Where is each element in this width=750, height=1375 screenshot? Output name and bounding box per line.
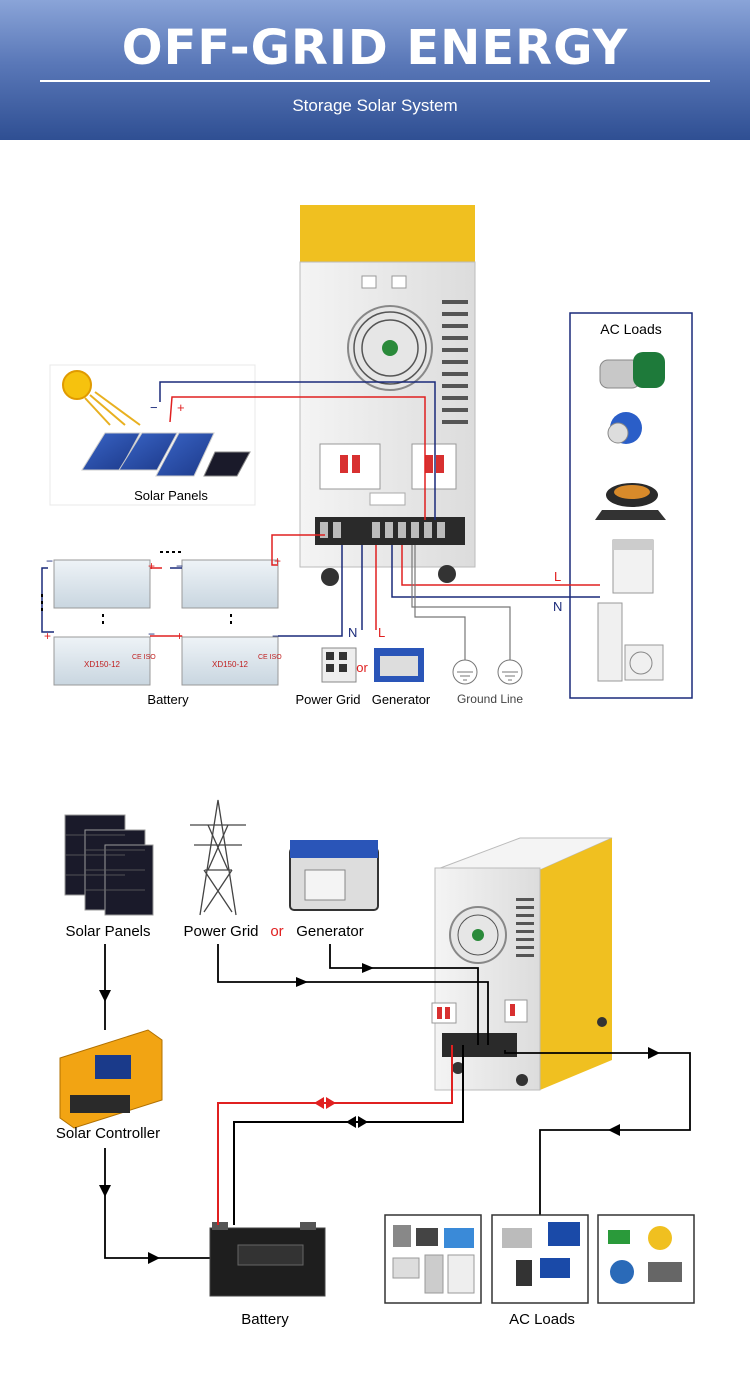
pv-negative-wire [159,381,436,520]
ac-neutral-label: N [553,599,562,614]
power-grid-meter-icon [321,647,357,683]
generator-label: Generator [296,923,364,940]
ac-live-label: L [554,569,561,584]
flow-arrow-icon [99,1185,111,1197]
ac-loads-label: AC Loads [509,1311,575,1328]
solar-panel-icon [64,814,154,916]
power-grid-label: Power Grid [183,923,258,940]
or-label: or [356,660,368,675]
angle-grinder-icon [607,412,642,444]
battery-interconnect-wires [41,534,343,637]
or-label: or [270,923,283,940]
ac-live-wire [401,545,600,586]
bidirectional-arrow-icon [314,1097,336,1109]
flow-arrow-icon [296,977,308,987]
ac-load-appliances [595,352,666,682]
battery-ce-mark: CE ISO [258,654,282,661]
ac-neutral-wire [391,545,600,598]
ac-load-group-home [384,1214,482,1304]
battery-label: Battery [241,1311,289,1328]
ac-load-group-office [491,1214,589,1304]
solar-panels-label: Solar Panels [134,488,208,503]
grid-neutral-label: N [348,625,357,640]
generator-icon [374,648,424,682]
pv-positive-wire [169,396,426,520]
battery-minus-sign: − [46,554,53,568]
flow-arrow-icon [99,990,111,1002]
solar-controller-icon [59,1029,163,1129]
ac-load-group-tools [597,1214,695,1304]
inverter-cabinet [299,205,476,586]
battery-model-label: XD150-12 [212,660,249,669]
air-conditioner-icon [597,602,664,682]
ground-symbol-icon [452,659,523,685]
flow-arrow-icon [648,1047,660,1059]
controller-to-battery-wire [104,1148,212,1259]
battery-series-dots [41,551,232,624]
ac-loads-title: AC Loads [600,321,661,337]
solar-controller-label: Solar Controller [56,1125,160,1142]
battery-negative-wire [233,1045,464,1225]
bidirectional-arrow-icon [346,1116,368,1128]
panel-plus-sign: + [177,400,185,415]
generator-icon [289,840,379,911]
ground-line-label: Ground Line [457,692,523,706]
battery-plus-sign: + [176,629,183,643]
ac-output-wire [504,1050,691,1215]
battery-label: Battery [147,692,189,707]
battery-positive-wire [217,1045,453,1225]
grid-live-label: L [378,625,385,640]
title-divider [40,80,710,82]
flow-arrow-icon [148,1252,160,1264]
power-grid-label: Power Grid [295,692,360,707]
water-pump-icon [599,352,665,389]
flow-arrow-icon [362,963,374,973]
battery-ce-mark: CE ISO [132,654,156,661]
battery-bank [53,559,279,686]
flow-arrow-icon [608,1124,620,1136]
ground-wire-2 [411,545,511,660]
generator-label: Generator [372,692,431,707]
header-banner: OFF-GRID ENERGY Storage Solar System [0,0,750,140]
battery-plus-sign: + [148,559,155,573]
generator-input-wire [329,944,479,1045]
page-title: OFF-GRID ENERGY [121,20,629,76]
washing-machine-icon [612,539,654,594]
battery-minus-sign: − [176,559,183,573]
battery-model-label: XD150-12 [84,660,121,669]
solar-panel-array [49,364,256,506]
grid-input-wire [217,944,489,1045]
diagram-2: Solar Panels Power Grid or Generator [56,799,695,1328]
battery-minus-sign: − [148,627,155,641]
induction-cooker-icon [595,483,666,520]
diagram-1: Solar Panels − + AC Loads [41,205,693,707]
power-pylon-icon [190,799,246,916]
page-subtitle: Storage Solar System [292,96,458,115]
ground-wire-1 [414,545,466,660]
battery-icon [209,1222,326,1297]
battery-plus-sign: + [44,629,51,643]
battery-plus-sign: + [274,554,281,568]
battery-minus-sign: − [272,629,279,643]
panel-minus-sign: − [150,400,158,415]
solar-panels-label: Solar Panels [65,923,150,940]
